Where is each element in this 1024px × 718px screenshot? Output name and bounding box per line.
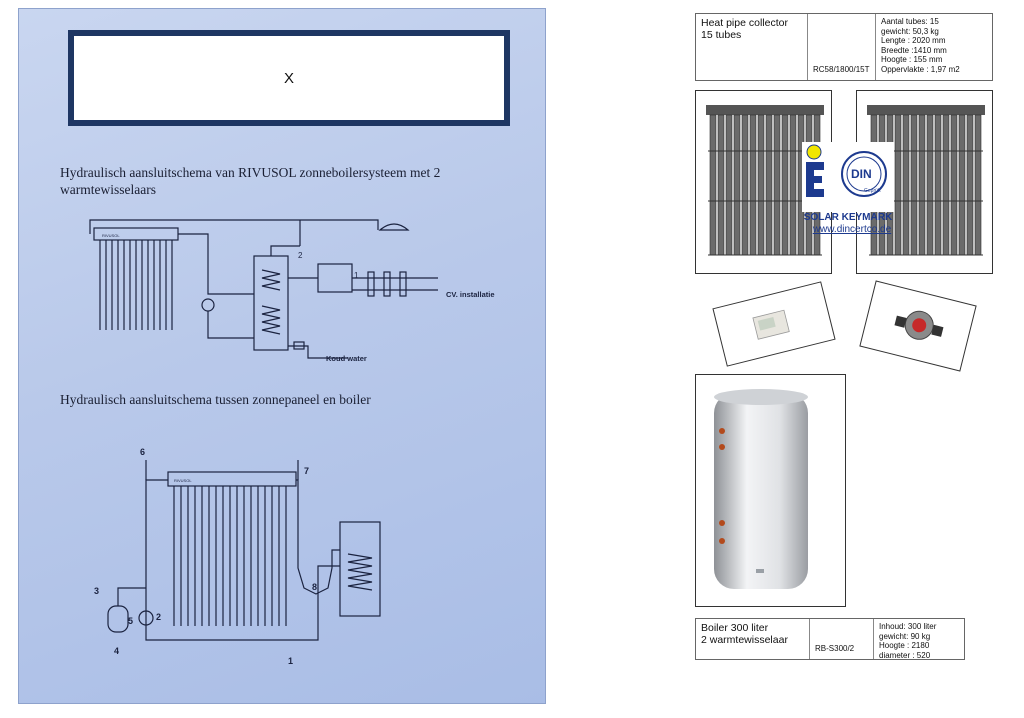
- boiler-image: [714, 389, 808, 589]
- cv-unit-symbol: [317, 263, 353, 293]
- svg-text:RIVUSOL: RIVUSOL: [174, 478, 192, 483]
- marker-8: 8: [312, 582, 317, 592]
- spec-line: Hoogte : 155 mm: [881, 55, 943, 65]
- marker-3: 3: [94, 586, 99, 596]
- marker-2: 2: [156, 612, 161, 622]
- controller-image: [752, 309, 790, 340]
- boiler-specs: Inhoud: 300 liter gewicht: 90 kg Hoogte …: [874, 619, 964, 660]
- collector-tubes: 15 tubes: [701, 29, 742, 41]
- boiler-name: Boiler 300 liter: [701, 622, 769, 634]
- din-badge-sub: Geprüft: [864, 188, 881, 194]
- hydraulic-diagram-1: RIVUSOL 2 1 CV. installatie Koud water: [89, 219, 495, 666]
- collector-2-header: [167, 471, 297, 487]
- diagram-2-heading: Hydraulisch aansluitschema tussen zonnep…: [60, 392, 371, 407]
- boiler-name-cell: Boiler 300 liter 2 warmtewisselaar: [696, 619, 810, 659]
- diagram-1-heading: Hydraulisch aansluitschema van RIVUSOL z…: [60, 165, 441, 197]
- spec-line: Oppervlakte : 1,97 m2: [881, 64, 960, 74]
- pump-symbol: [201, 298, 215, 312]
- svg-text:RIVUSOL: RIVUSOL: [102, 233, 120, 238]
- controller-photo: [712, 281, 836, 367]
- pump-2-symbol: [138, 610, 154, 626]
- collector-name-cell: Heat pipe collector 15 tubes: [696, 14, 808, 80]
- collector-specs: Aantal tubes: 15 gewicht: 50,3 kg Lengte…: [876, 14, 992, 80]
- boiler-code: RB-S300/2: [810, 619, 874, 659]
- boiler-symbol: [253, 255, 289, 351]
- din-badge: DIN: [851, 167, 872, 181]
- cv-installation-label: CV. installatie: [446, 290, 495, 299]
- blank-title-box: X: [68, 30, 510, 126]
- collector-photo-1: [695, 90, 832, 274]
- collector-photo-2: [856, 90, 993, 274]
- marker-1: 1: [288, 656, 293, 666]
- expansion-vessel-symbol: [107, 605, 129, 633]
- spec-line: gewicht: 90 kg: [879, 631, 931, 641]
- pump-image: [894, 310, 944, 340]
- boiler-subtitle: 2 warmtewisselaar: [701, 634, 788, 646]
- marker-4: 4: [114, 646, 119, 656]
- collector-2-tubes: [173, 486, 287, 626]
- keymark-emblem-icon: DIN Geprüft: [802, 142, 894, 212]
- spec-line: Inhoud: 300 liter: [879, 622, 937, 631]
- marker-7: 7: [304, 466, 309, 476]
- unit-number: 1: [354, 271, 359, 280]
- valve-number: 2: [298, 251, 303, 260]
- pump-photo: [859, 280, 977, 372]
- collector-tubes: [99, 240, 173, 330]
- boiler-2-symbol: [339, 521, 381, 617]
- title-box-text: X: [283, 69, 294, 87]
- spec-line: Hoogte : 2180: [879, 641, 930, 651]
- collector-name: Heat pipe collector: [701, 17, 788, 29]
- cold-water-label: Koud water: [326, 354, 367, 363]
- keymark-title: SOLAR KEYMARK: [803, 212, 893, 223]
- boiler-spec-table: Boiler 300 liter 2 warmtewisselaar RB-S3…: [695, 618, 965, 660]
- spec-line: Lengte : 2020 mm: [881, 36, 946, 46]
- boiler-photo: [695, 374, 846, 607]
- spec-line: diameter : 520: [879, 650, 931, 660]
- collector-spec-table: Heat pipe collector 15 tubes RC58/1800/1…: [695, 13, 993, 81]
- spec-line: gewicht: 50,3 kg: [881, 26, 939, 36]
- shower-head-symbol: [378, 223, 410, 231]
- spec-line: Aantal tubes: 15: [881, 17, 939, 26]
- solar-keymark-logo: DIN Geprüft SOLAR KEYMARK www.dincertco.…: [802, 142, 894, 235]
- spec-line: Breedte :1410 mm: [881, 45, 947, 55]
- marker-6: 6: [140, 447, 145, 457]
- scanned-schematic-sheet: X Hydraulisch aansluitschema van RIVUSOL…: [18, 8, 546, 704]
- marker-5: 5: [128, 616, 133, 626]
- keymark-url: www.dincertco.de: [812, 224, 892, 235]
- collector-code: RC58/1800/15T: [808, 14, 876, 80]
